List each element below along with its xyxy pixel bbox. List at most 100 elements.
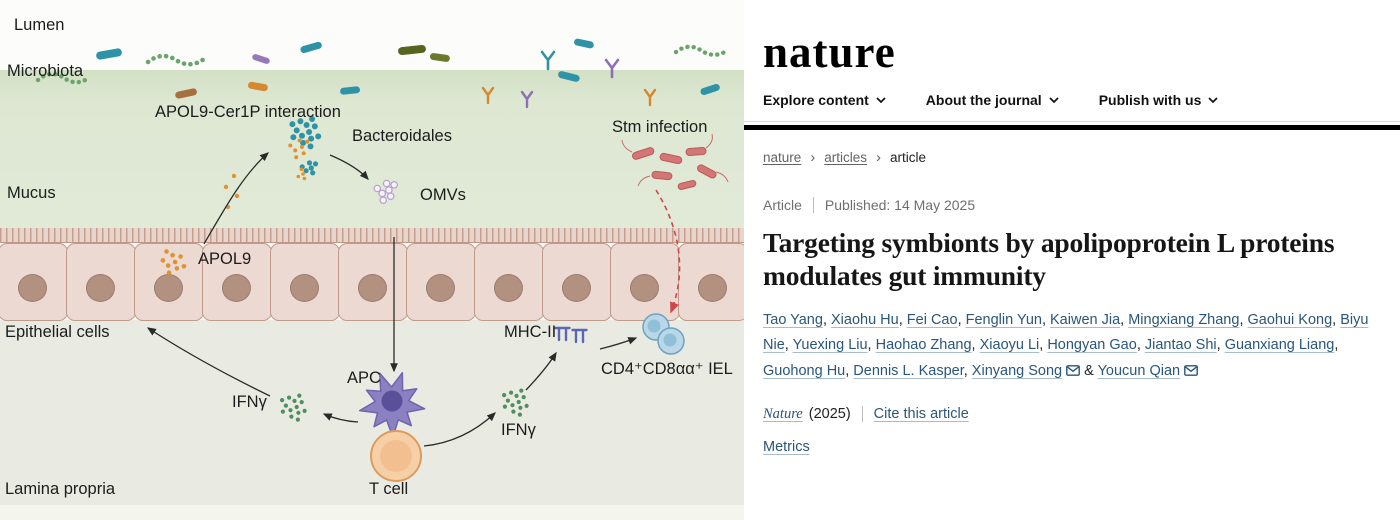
figure-arrows: [146, 152, 638, 447]
chevron-down-icon: [1049, 97, 1059, 103]
citation-line: Nature (2025) Cite this article: [763, 406, 1374, 423]
author-link[interactable]: Dennis L. Kasper: [853, 363, 964, 380]
email-icon[interactable]: [1066, 363, 1080, 379]
author-link[interactable]: Fei Cao: [906, 311, 958, 328]
breadcrumb-separator: ›: [810, 148, 816, 166]
author-link[interactable]: Yuexing Liu: [792, 337, 868, 354]
author-link[interactable]: Fenglin Yun: [965, 311, 1042, 328]
cell-nucleus: [562, 274, 592, 302]
main-nav: Explore content About the journal Publis…: [763, 92, 1374, 108]
label-apol9: APOL9: [198, 250, 252, 268]
author-link[interactable]: Mingxiang Zhang: [1128, 311, 1240, 328]
header-divider: [744, 121, 1400, 122]
label-apol9-cer1p: APOL9-Cer1P interaction: [155, 103, 341, 121]
nav-explore-content[interactable]: Explore content: [763, 92, 886, 108]
epithelial-cell: [678, 243, 744, 321]
apc-nucleus: [381, 390, 403, 412]
brush-border: [0, 228, 744, 243]
figure-panel: Lumen Microbiota APOL9-Cer1P interaction…: [0, 0, 744, 520]
author-link[interactable]: Xiaoyu Li: [979, 337, 1040, 354]
mucus-region: [0, 70, 744, 228]
cell-nucleus: [290, 274, 320, 302]
cell-nucleus: [358, 274, 388, 302]
label-mucus: Mucus: [7, 184, 56, 202]
label-lamina-propria: Lamina propria: [5, 480, 116, 498]
bacteroidales-cluster: [289, 116, 322, 150]
author-link[interactable]: Youcun Qian: [1097, 363, 1181, 380]
author-link[interactable]: Biyu Nie: [763, 311, 1369, 354]
citation-year: (2025): [808, 406, 851, 423]
header-rule: [744, 125, 1400, 130]
cer1p-apol9-dots: [288, 138, 310, 160]
author-link[interactable]: Guohong Hu: [763, 363, 846, 380]
figure-illustration: [35, 38, 731, 482]
cell-nucleus: [630, 274, 660, 302]
cell-nucleus: [18, 274, 48, 302]
epithelial-cell: [0, 243, 68, 321]
author-link[interactable]: Xinyang Song: [971, 363, 1063, 380]
article-meta: Article Published: 14 May 2025: [763, 196, 1374, 213]
epithelial-cell: [406, 243, 476, 321]
metrics-link[interactable]: Metrics: [763, 438, 810, 455]
author-link[interactable]: Guanxiang Liang: [1224, 337, 1335, 354]
author-link[interactable]: Kaiwen Jia: [1050, 311, 1121, 328]
label-t-cell: T cell: [369, 480, 409, 498]
author-link[interactable]: Tao Yang: [763, 311, 823, 328]
lumen-region: [0, 0, 744, 70]
epithelial-cell: [542, 243, 612, 321]
author-list: Tao Yang, Xiaohu Hu, Fei Cao, Fenglin Yu…: [763, 311, 1369, 380]
microbiota-shapes: [35, 38, 731, 109]
label-iel: CD4⁺CD8αα⁺ IEL: [601, 360, 733, 378]
metrics-row: Metrics: [763, 439, 1374, 455]
label-ifng-left: IFNγ: [232, 393, 267, 411]
cer1p-apol9-dots-small: [296, 167, 307, 181]
ifng-dots-left: [280, 393, 307, 422]
author-link[interactable]: Jiantao Shi: [1144, 337, 1217, 354]
epithelial-cell: [134, 243, 204, 321]
label-apc: APC: [347, 369, 381, 387]
breadcrumb-articles[interactable]: articles: [824, 149, 868, 165]
breadcrumb-nature[interactable]: nature: [763, 149, 802, 165]
page-title: Targeting symbionts by apolipoprotein L …: [763, 226, 1335, 292]
epithelial-cell: [474, 243, 544, 321]
lamina-propria-region: [0, 320, 744, 520]
epithelial-cell: [338, 243, 408, 321]
label-ifng-right: IFNγ: [501, 421, 536, 439]
label-stm-infection: Stm infection: [612, 118, 708, 136]
breadcrumb: nature › articles › article: [763, 149, 1374, 166]
epithelial-cell-row: [0, 243, 744, 321]
epithelial-cell: [610, 243, 680, 321]
label-epithelial-cells: Epithelial cells: [5, 323, 110, 341]
label-lumen: Lumen: [14, 16, 65, 34]
nature-logo[interactable]: nature: [763, 27, 896, 77]
nav-about-the-journal[interactable]: About the journal: [926, 92, 1059, 108]
t-cell: [370, 430, 422, 482]
chevron-down-icon: [1208, 97, 1218, 103]
email-icon[interactable]: [1184, 363, 1198, 379]
author-link[interactable]: Haohao Zhang: [875, 337, 972, 354]
mhc2-icons: [554, 326, 588, 344]
cell-nucleus: [426, 274, 456, 302]
label-omvs: OMVs: [420, 186, 466, 204]
stm-bacteria: [621, 133, 729, 190]
author-link[interactable]: Gaohui Kong: [1247, 311, 1333, 328]
published-date: Published: 14 May 2025: [824, 196, 976, 213]
nav-publish-with-us[interactable]: Publish with us: [1099, 92, 1219, 108]
label-bacteroidales: Bacteroidales: [352, 127, 452, 145]
cell-nucleus: [698, 274, 728, 302]
citation-divider: [861, 406, 863, 423]
author-link[interactable]: Hongyan Gao: [1047, 337, 1137, 354]
cite-this-article-link[interactable]: Cite this article: [873, 406, 969, 423]
bacteroidales-small-cluster: [299, 160, 319, 176]
label-microbiota: Microbiota: [7, 62, 84, 80]
author-link[interactable]: Xiaohu Hu: [831, 311, 899, 328]
epithelial-cell: [202, 243, 272, 321]
infection-arrow: [655, 189, 681, 314]
apol9-dots: [160, 249, 187, 276]
nav-label: Publish with us: [1098, 92, 1202, 108]
ifng-dots-right: [502, 388, 529, 417]
figure-bottom-strip: [0, 505, 744, 520]
journal-link[interactable]: Nature: [763, 405, 803, 422]
nav-label: Explore content: [763, 92, 869, 108]
